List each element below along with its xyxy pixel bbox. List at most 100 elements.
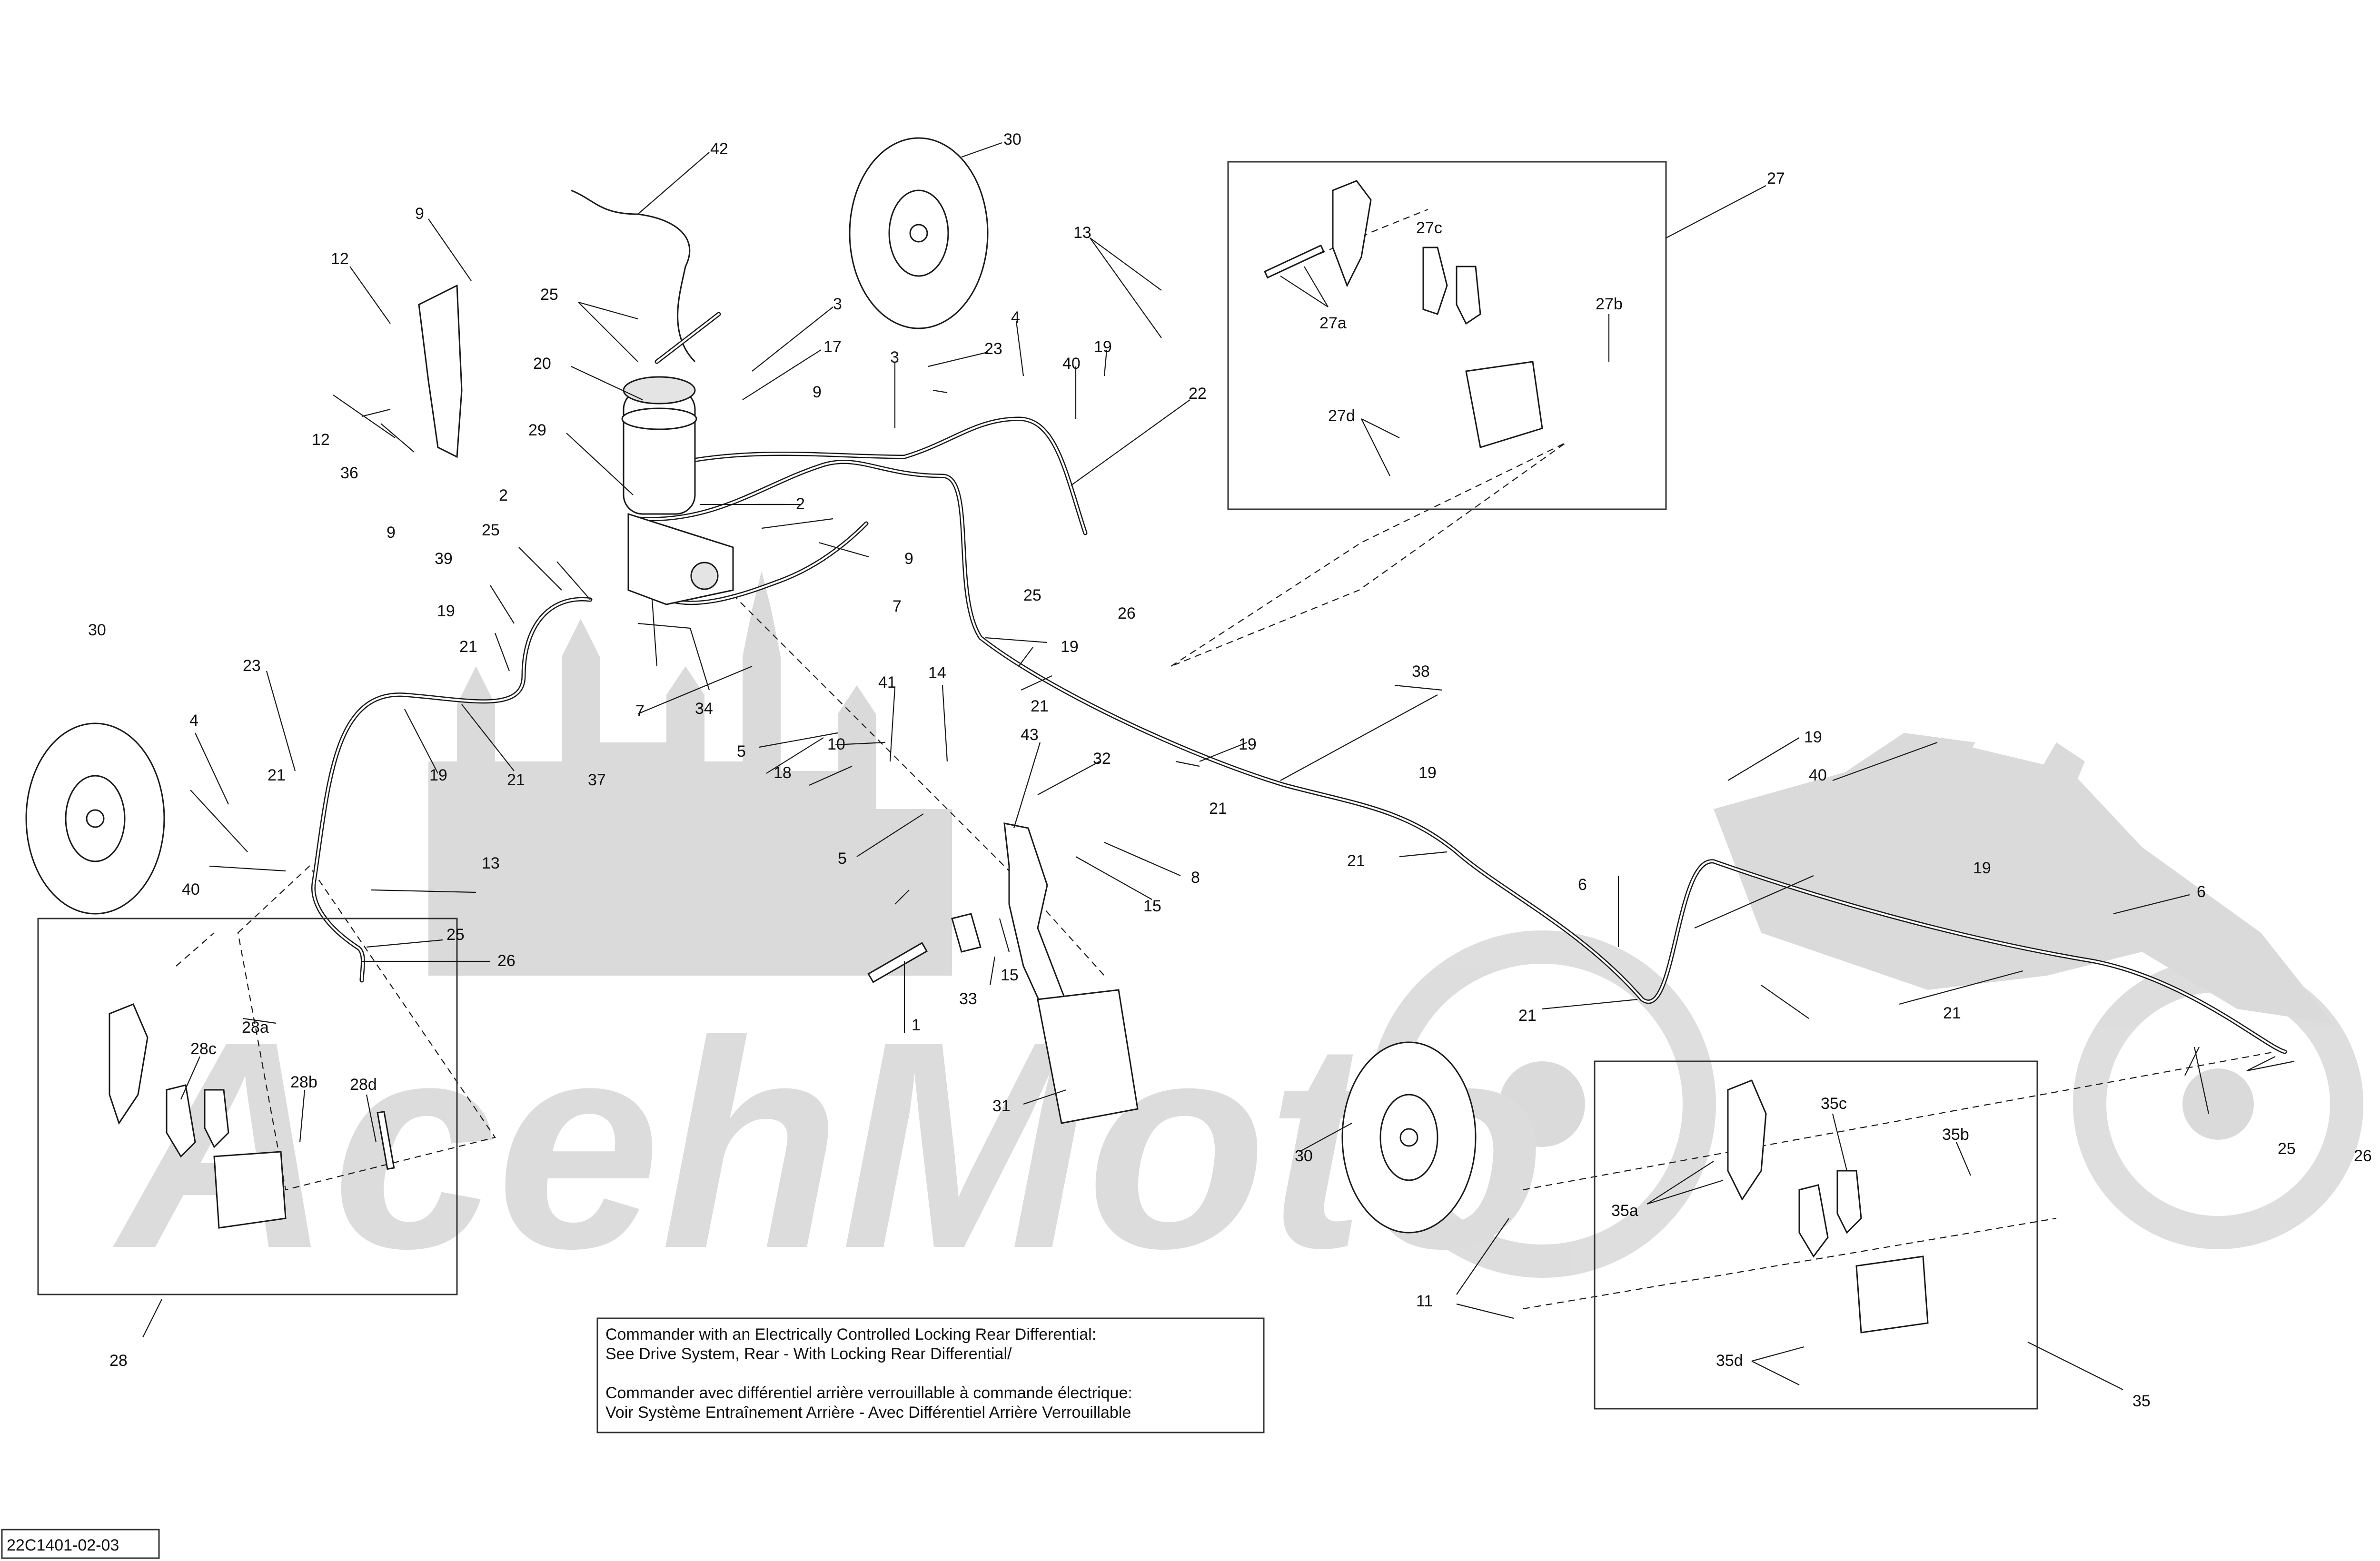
watermark-text: AcehMoto [110,980,1546,1310]
note-line-5: Voir Système Entraînement Arrière - Avec… [605,1403,1131,1422]
callout-25-b: 25 [482,521,500,539]
note-box: Commander with an Electrically Controlle… [596,1317,1265,1433]
caliper-35 [1727,1079,1929,1334]
callout-21-a: 21 [459,638,477,656]
leader-lines [142,142,2295,1390]
callout-7-b: 7 [635,702,645,720]
callout-32: 32 [1093,750,1111,768]
callout-12-b: 12 [312,431,330,449]
callout-13-b: 13 [482,854,500,872]
callout-39: 39 [435,550,453,568]
callout-28c: 28c [190,1040,217,1058]
callout-13-a: 13 [1073,224,1091,242]
callout-30-top: 30 [1003,130,1021,148]
callout-25-c: 25 [1023,586,1041,604]
callout-28b: 28b [290,1073,317,1091]
brake-disc-top [849,137,989,329]
guard-36 [418,284,463,458]
callout-21-g: 21 [1347,852,1365,870]
callout-12-a: 12 [331,250,349,268]
callout-10: 10 [827,735,845,753]
callout-40-b: 40 [1809,766,1827,784]
watermark: AcehMoto [110,571,2363,1310]
callout-22: 22 [1189,385,1207,403]
callout-28: 28 [109,1352,128,1370]
callout-30-bottom: 30 [1295,1147,1313,1165]
callout-25-a: 25 [540,286,558,304]
callout-28d: 28d [350,1076,377,1094]
callout-19-b: 19 [437,602,455,620]
watermark-castle [428,571,952,976]
callout-9-b: 9 [813,383,822,401]
callout-27a: 27a [1319,314,1347,332]
callout-21-c: 21 [1209,800,1227,818]
callout-5-b: 5 [838,850,847,868]
callout-4-a: 4 [1011,308,1020,326]
box-27 [1227,161,1667,510]
callout-20: 20 [533,355,551,373]
callout-19-d: 19 [1239,735,1257,753]
callout-19-f: 19 [1804,728,1822,746]
callout-38: 38 [1412,662,1430,681]
note-line-2: See Drive System, Rear - With Locking Re… [605,1345,1012,1363]
callout-1: 1 [912,1016,921,1034]
callout-11: 11 [1416,1292,1433,1310]
callout-6-a: 6 [1578,876,1587,894]
box-28 [37,918,458,1295]
callout-29: 29 [528,421,546,439]
callout-5-a: 5 [737,742,746,761]
callout-2-a: 2 [499,486,508,504]
note-line-1: Commander with an Electrically Controlle… [605,1325,1096,1344]
callout-26-c: 26 [2354,1147,2372,1165]
callout-14: 14 [928,664,946,682]
callout-7-a: 7 [892,597,902,615]
callout-15-b: 15 [1001,966,1019,984]
callout-33: 33 [959,990,977,1008]
callout-21-d: 21 [507,771,525,789]
caliper-27 [1264,180,1543,448]
callout-labels: 42 30 27 9 12 25 13 27c 3 17 4 19 27b 20… [88,130,2372,1410]
callout-40-a: 40 [1062,355,1081,373]
brake-disc-bottom [1341,1041,1477,1234]
drawing-number-box: 22C1401-02-03 [1,1529,160,1559]
callout-21-b: 21 [1031,697,1049,715]
callout-6-b: 6 [2197,883,2206,901]
callout-8: 8 [1191,869,1200,887]
callout-43: 43 [1021,726,1039,744]
callout-25-e: 25 [2278,1140,2296,1158]
callout-35c: 35c [1821,1095,1847,1113]
callout-4-b: 4 [189,711,198,730]
master-cylinder [621,376,734,605]
callout-27c: 27c [1416,219,1442,237]
callout-27d: 27d [1328,407,1355,425]
watermark-motorcycle [1368,733,2363,1278]
callout-41: 41 [878,673,896,692]
callout-28a: 28a [242,1018,269,1037]
brake-lines [311,189,2287,1054]
callout-15-a: 15 [1143,897,1161,915]
callout-35a: 35a [1611,1202,1638,1220]
dashed-guides [176,208,2276,1310]
brake-disc-left [25,722,165,915]
callout-18: 18 [774,764,792,782]
callout-21-i: 21 [1943,1004,1961,1022]
callout-19-h: 19 [1973,859,1991,877]
callout-9-d: 9 [904,550,913,568]
callout-35d: 35d [1716,1352,1743,1370]
callout-26-a: 26 [1118,604,1136,622]
box-35 [1594,1060,2038,1410]
callout-23-a: 23 [984,340,1002,358]
callout-35b: 35b [1942,1126,1969,1144]
callout-31: 31 [992,1097,1011,1115]
callout-3-b: 3 [890,348,899,366]
callout-19-a: 19 [1094,338,1112,356]
callout-17: 17 [823,338,842,356]
callout-23-b: 23 [243,657,261,675]
callout-30-left: 30 [88,621,106,639]
callout-19-e: 19 [1418,764,1437,782]
callout-21-e: 21 [268,766,286,784]
callout-27: 27 [1767,169,1785,188]
note-line-4: Commander avec différentiel arrière verr… [605,1384,1132,1402]
callout-2-b: 2 [796,495,805,513]
